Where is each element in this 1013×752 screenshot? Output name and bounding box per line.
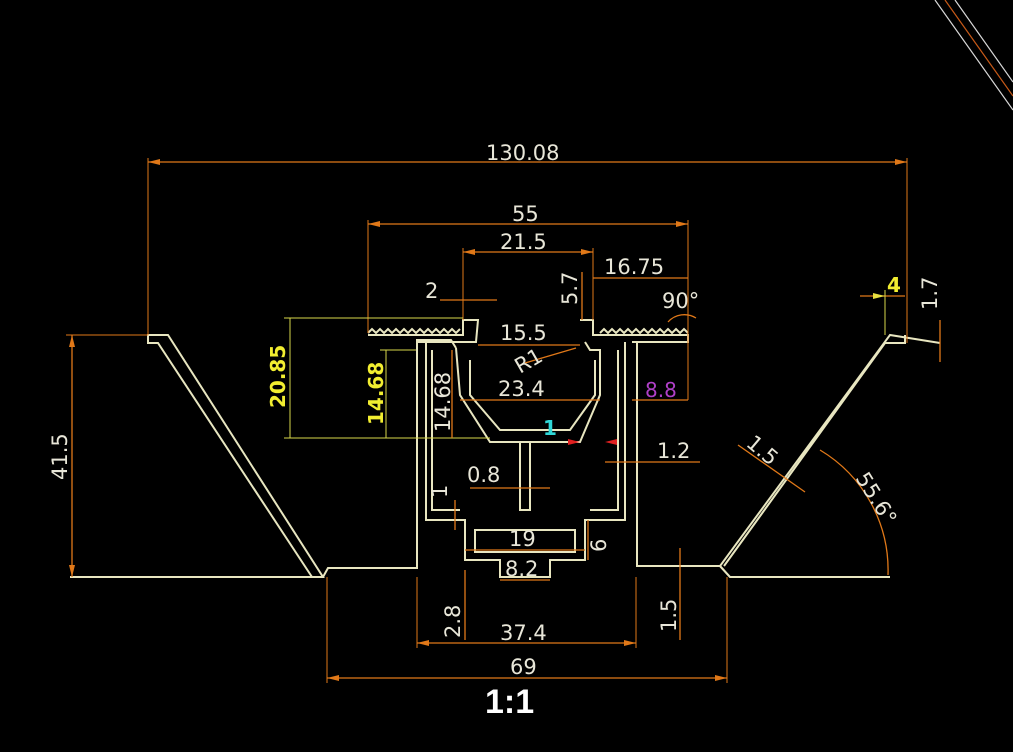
dim-right-leg: 1.5: [657, 599, 681, 632]
dim-slot-side: 6: [587, 539, 611, 552]
dim-marker: 1: [543, 416, 557, 440]
dim-center-span: 37.4: [500, 621, 547, 645]
viewport-frame: [934, 0, 1013, 111]
dimension-labels: 130.08 55 21.5 16.75 2 5.7 90° 15.5 R1 2…: [48, 141, 942, 679]
dim-total-height: 41.5: [48, 433, 72, 480]
dim-flange-depth: 8.8: [645, 378, 677, 402]
dim-height-left: 20.85: [266, 345, 290, 408]
profile-outline: [70, 319, 941, 578]
dim-channel-width: 21.5: [500, 230, 547, 254]
dim-top-width: 55: [512, 202, 539, 226]
dim-radius: R1: [511, 344, 547, 379]
dim-rib: 1.2: [657, 439, 690, 463]
dim-slope-angle: 55.6°: [851, 468, 902, 529]
dim-slot-height: 1: [428, 485, 452, 498]
dim-inner-width: 23.4: [498, 377, 545, 401]
dim-height-inner-2: 14.68: [431, 372, 455, 432]
dim-lip: 2: [425, 279, 438, 303]
dimension-lines: [66, 158, 941, 683]
dim-slot-width: 19: [509, 527, 536, 551]
dim-wall-thickness: 1.5: [742, 430, 783, 470]
dimension-arrows: [69, 159, 907, 681]
drawing-scale: 1:1: [485, 683, 534, 721]
dim-base-width: 69: [510, 655, 537, 679]
dim-right-flange: 16.75: [604, 255, 664, 279]
dim-left-leg: 2.8: [441, 605, 465, 638]
dim-edge-offset: 4: [887, 273, 901, 297]
dim-foot-gap: 8.2: [505, 557, 538, 581]
dim-angle-right: 90°: [662, 289, 699, 313]
dim-height-inner: 14.68: [364, 362, 388, 425]
dim-web: 0.8: [467, 463, 500, 487]
dim-edge-height: 1.7: [918, 277, 942, 310]
dim-inner-opening: 15.5: [500, 321, 547, 345]
dim-lip-height: 5.7: [558, 272, 582, 305]
dim-overall-width: 130.08: [486, 141, 559, 165]
